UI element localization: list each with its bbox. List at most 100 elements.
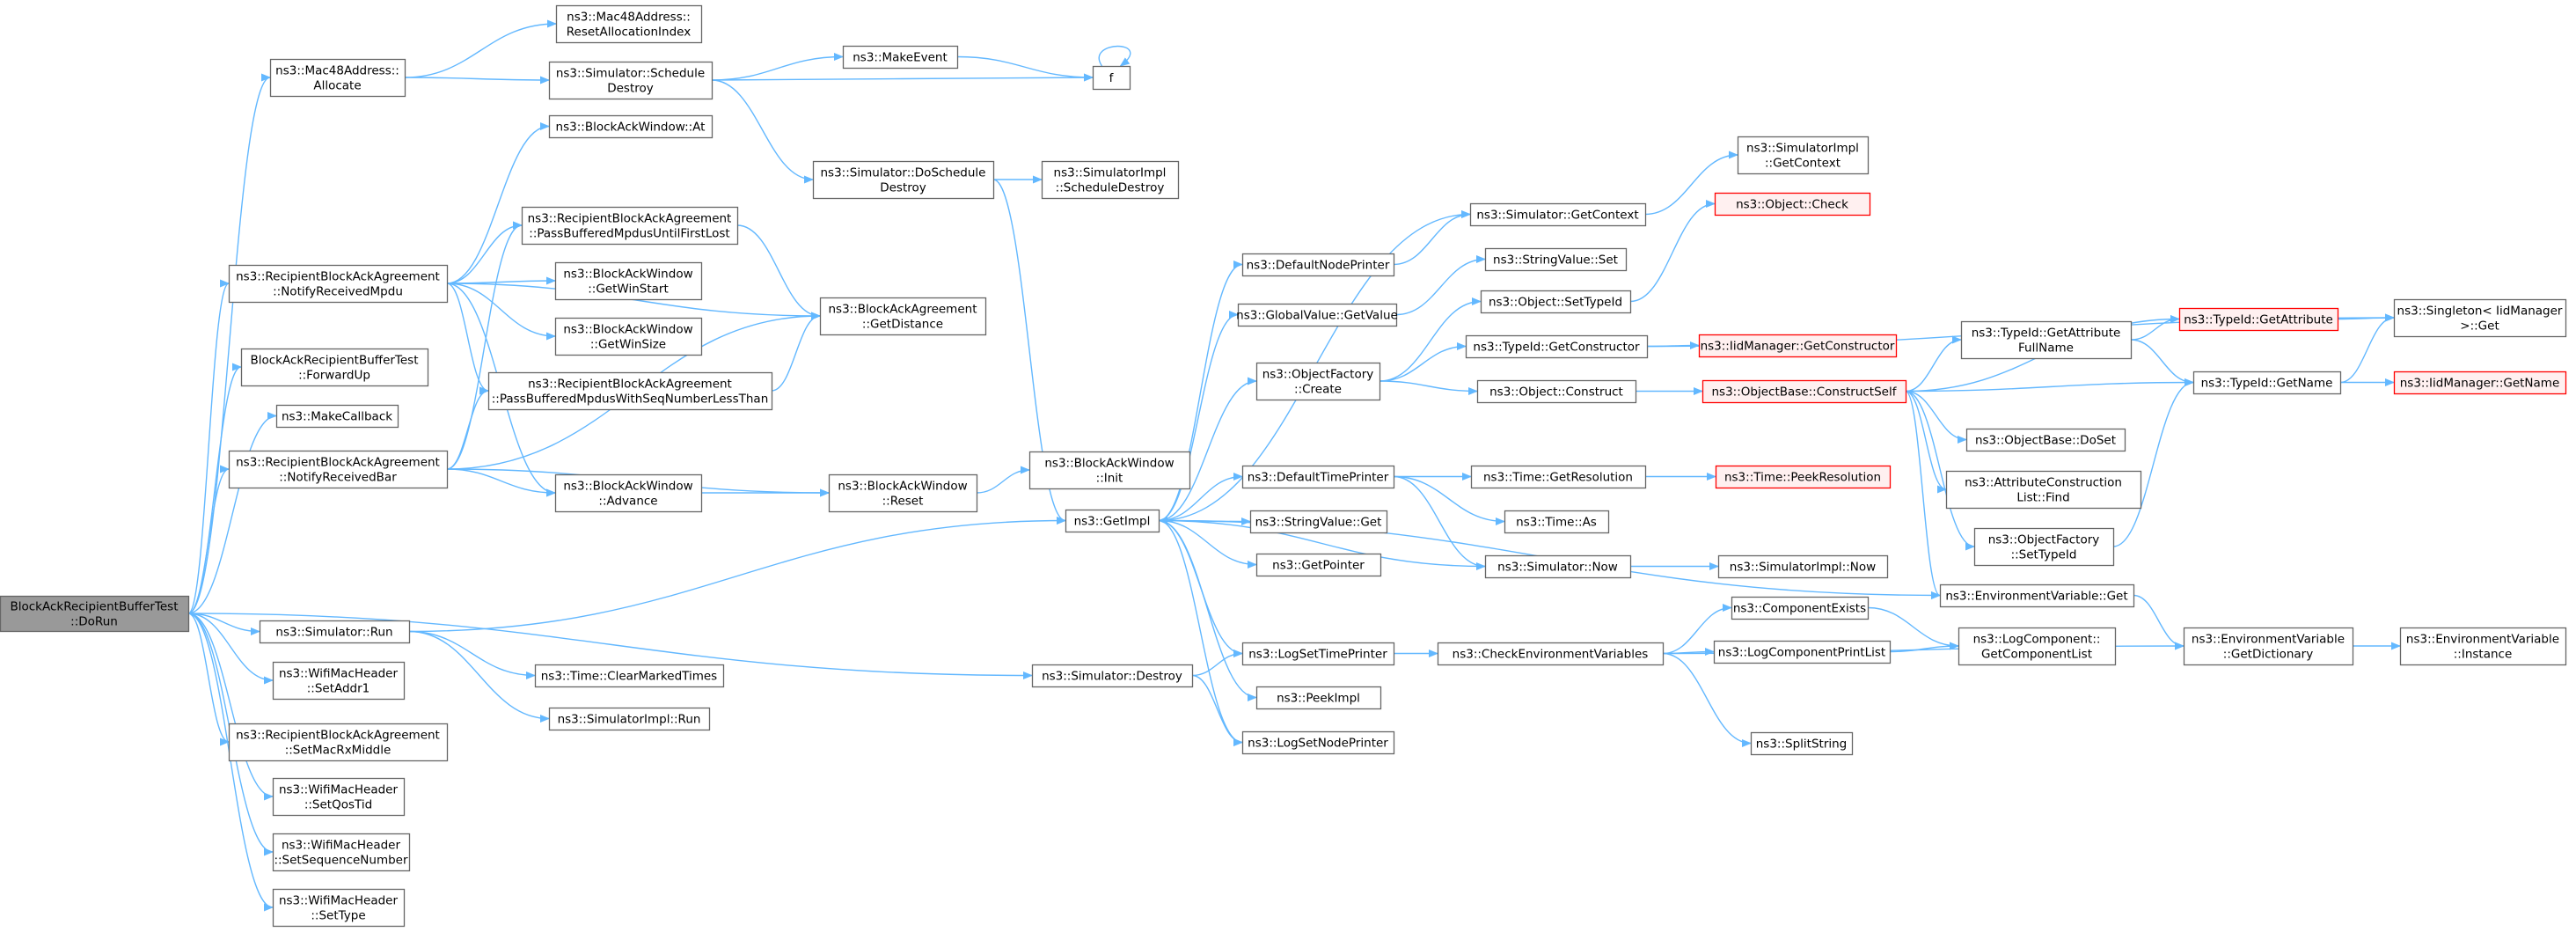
node-typeidgetctor[interactable]: ns3::TypeId::GetConstructor bbox=[1465, 334, 1649, 359]
node-mac48reset[interactable]: ns3::Mac48Address::ResetAllocationIndex bbox=[555, 4, 703, 44]
node-makecb[interactable]: ns3::MakeCallback bbox=[275, 404, 399, 429]
node-label: List::Find bbox=[2016, 491, 2069, 505]
node-envget[interactable]: ns3::EnvironmentVariable::Get bbox=[1939, 583, 2135, 608]
node-box bbox=[1958, 627, 2117, 666]
node-wmh_seqnum[interactable]: ns3::WifiMacHeader::SetSequenceNumber bbox=[272, 833, 411, 872]
node-typeidgetattr[interactable]: ns3::TypeId::GetAttribute bbox=[2178, 307, 2339, 332]
node-baw_advance[interactable]: ns3::BlockAckWindow::Advance bbox=[554, 473, 703, 513]
node-peekimpl[interactable]: ns3::PeekImpl bbox=[1255, 686, 1382, 710]
node-label: ns3::Simulator::DoSchedule bbox=[821, 166, 986, 180]
node-objsettypeid[interactable]: ns3::Object::SetTypeId bbox=[1480, 290, 1632, 314]
node-strvalset[interactable]: ns3::StringValue::Set bbox=[1484, 247, 1628, 272]
node-wmh_addr1[interactable]: ns3::WifiMacHeader::SetAddr1 bbox=[272, 661, 406, 701]
edge-root-to-wmh_qostid bbox=[187, 613, 274, 801]
node-globalval[interactable]: ns3::GlobalValue::GetValue bbox=[1236, 303, 1398, 327]
node-deftimeprinter[interactable]: ns3::DefaultTimePrinter bbox=[1241, 465, 1395, 489]
node-strvalget[interactable]: ns3::StringValue::Get bbox=[1249, 510, 1388, 534]
node-wmh_qostid[interactable]: ns3::WifiMacHeader::SetQosTid bbox=[272, 777, 406, 817]
node-label: ::ScheduleDestroy bbox=[1056, 181, 1165, 195]
node-label: ::Instance bbox=[2454, 648, 2513, 662]
node-timegetres[interactable]: ns3::Time::GetResolution bbox=[1470, 465, 1647, 489]
node-label: ::Create bbox=[1294, 383, 1342, 397]
node-iidgetctor[interactable]: ns3::IidManager::GetConstructor bbox=[1698, 334, 1898, 358]
node-checkenv[interactable]: ns3::CheckEnvironmentVariables bbox=[1437, 642, 1665, 666]
node-defnodeprinter[interactable]: ns3::DefaultNodePrinter bbox=[1241, 253, 1395, 277]
node-logsetnode[interactable]: ns3::LogSetNodePrinter bbox=[1241, 730, 1395, 755]
node-objconstruct[interactable]: ns3::Object::Construct bbox=[1476, 379, 1637, 404]
node-baw_winsize[interactable]: ns3::BlockAckWindow::GetWinSize bbox=[554, 317, 703, 356]
node-logcompget[interactable]: ns3::LogComponent::GetComponentList bbox=[1958, 627, 2117, 666]
node-rbaa_notifympdu[interactable]: ns3::RecipientBlockAckAgreement::NotifyR… bbox=[228, 264, 449, 304]
node-cleartimes[interactable]: ns3::Time::ClearMarkedTimes bbox=[534, 664, 725, 688]
node-compexists[interactable]: ns3::ComponentExists bbox=[1731, 596, 1870, 620]
node-typeidgetname[interactable]: ns3::TypeId::GetName bbox=[2192, 371, 2342, 395]
node-simrun[interactable]: ns3::Simulator::Run bbox=[259, 620, 411, 644]
node-timeas[interactable]: ns3::Time::As bbox=[1504, 510, 1610, 534]
node-label: ns3::RecipientBlockAckAgreement bbox=[236, 729, 440, 743]
node-splitstring[interactable]: ns3::SplitString bbox=[1750, 731, 1854, 756]
node-label: ns3::LogSetNodePrinter bbox=[1248, 737, 1388, 751]
node-implgetctx[interactable]: ns3::SimulatorImpl::GetContext bbox=[1737, 136, 1870, 175]
node-baw_init[interactable]: ns3::BlockAckWindow::Init bbox=[1028, 451, 1191, 490]
node-bawat[interactable]: ns3::BlockAckWindow::At bbox=[548, 114, 714, 139]
edge-rbaa_pass1-to-baa_getdist bbox=[736, 224, 822, 320]
node-makeevent[interactable]: ns3::MakeEvent bbox=[842, 45, 959, 70]
node-box bbox=[812, 160, 995, 200]
node-implrun[interactable]: ns3::SimulatorImpl::Run bbox=[548, 707, 711, 731]
node-timepeekres[interactable]: ns3::Time::PeekResolution bbox=[1715, 465, 1892, 489]
node-implsched[interactable]: ns3::SimulatorImpl::ScheduleDestroy bbox=[1041, 160, 1180, 200]
node-rbaa_rxmiddle[interactable]: ns3::RecipientBlockAckAgreement::SetMacR… bbox=[228, 723, 449, 762]
node-fwdup[interactable]: BlockAckRecipientBufferTest::ForwardUp bbox=[240, 348, 429, 387]
node-objfactsettypeid[interactable]: ns3::ObjectFactory::SetTypeId bbox=[1973, 527, 2115, 567]
node-box bbox=[554, 473, 703, 513]
node-objbaseconstruct[interactable]: ns3::ObjectBase::ConstructSelf bbox=[1701, 379, 1907, 404]
edge-rbaa_notifybar-to-rbaa_pass2 bbox=[446, 386, 490, 470]
node-logcompprint[interactable]: ns3::LogComponentPrintList bbox=[1713, 640, 1892, 664]
node-label: ns3::BlockAckWindow bbox=[563, 480, 692, 494]
node-baw_winstart[interactable]: ns3::BlockAckWindow::GetWinStart bbox=[554, 261, 703, 301]
node-envinstance[interactable]: ns3::EnvironmentVariable::Instance bbox=[2399, 627, 2567, 666]
node-logsettime[interactable]: ns3::LogSetTimePrinter bbox=[1241, 642, 1395, 666]
node-box bbox=[272, 833, 411, 872]
node-label: ::DoRun bbox=[70, 615, 118, 629]
node-label: ns3::GlobalValue::GetValue bbox=[1236, 309, 1398, 323]
node-rbaa_notifybar[interactable]: ns3::RecipientBlockAckAgreement::NotifyR… bbox=[228, 450, 449, 489]
node-objfactcreate[interactable]: ns3::ObjectFactory::Create bbox=[1255, 362, 1381, 401]
node-objcheck[interactable]: ns3::Object::Check bbox=[1714, 192, 1871, 216]
node-wmh_settype[interactable]: ns3::WifiMacHeader::SetType bbox=[272, 888, 406, 928]
node-box bbox=[1714, 192, 1871, 216]
node-box bbox=[1255, 553, 1382, 577]
node-label: ::SetSequenceNumber bbox=[274, 854, 408, 868]
node-rbaa_pass1[interactable]: ns3::RecipientBlockAckAgreement::PassBuf… bbox=[521, 206, 739, 246]
node-simnow[interactable]: ns3::Simulator::Now bbox=[1484, 554, 1632, 579]
node-simgetctx[interactable]: ns3::Simulator::GetContext bbox=[1469, 202, 1647, 227]
node-baa_getdist[interactable]: ns3::BlockAckAgreement::GetDistance bbox=[819, 297, 987, 336]
node-label: ns3::Mac48Address:: bbox=[567, 11, 691, 25]
node-getpointer[interactable]: ns3::GetPointer bbox=[1255, 553, 1382, 577]
node-envgetdict[interactable]: ns3::EnvironmentVariable::GetDictionary bbox=[2183, 627, 2354, 666]
edge-simrun-to-getimpl bbox=[408, 517, 1067, 633]
node-box bbox=[1255, 686, 1382, 710]
node-getimpl[interactable]: ns3::GetImpl bbox=[1065, 509, 1160, 533]
node-f[interactable]: f bbox=[1092, 65, 1131, 91]
node-simdestroy[interactable]: ns3::Simulator::Destroy bbox=[1031, 664, 1194, 688]
edge-mac48alloc-to-mac48reset bbox=[404, 19, 558, 78]
node-simsched[interactable]: ns3::Simulator::ScheduleDestroy bbox=[548, 61, 714, 100]
edge-objbaseconstruct-to-typeidgetname bbox=[1905, 378, 2195, 393]
edge-getimpl-to-globalval bbox=[1158, 311, 1240, 522]
node-objbasedoset[interactable]: ns3::ObjectBase::DoSet bbox=[1965, 428, 2126, 452]
node-implnow[interactable]: ns3::SimulatorImpl::Now bbox=[1717, 554, 1889, 579]
node-root[interactable]: BlockAckRecipientBufferTest::DoRun bbox=[0, 595, 190, 633]
node-mac48alloc[interactable]: ns3::Mac48Address::Allocate bbox=[269, 58, 406, 98]
node-singleton[interactable]: ns3::Singleton< IidManager>::Get bbox=[2393, 298, 2567, 338]
node-box bbox=[1255, 362, 1381, 401]
node-box bbox=[1470, 465, 1647, 489]
node-iidgetname[interactable]: ns3::IidManager::GetName bbox=[2393, 371, 2567, 395]
node-box bbox=[819, 297, 987, 336]
node-label: ns3::RecipientBlockAckAgreement bbox=[236, 270, 440, 284]
node-baw_reset[interactable]: ns3::BlockAckWindow::Reset bbox=[828, 473, 978, 513]
node-rbaa_pass2[interactable]: ns3::RecipientBlockAckAgreement::PassBuf… bbox=[487, 371, 773, 411]
